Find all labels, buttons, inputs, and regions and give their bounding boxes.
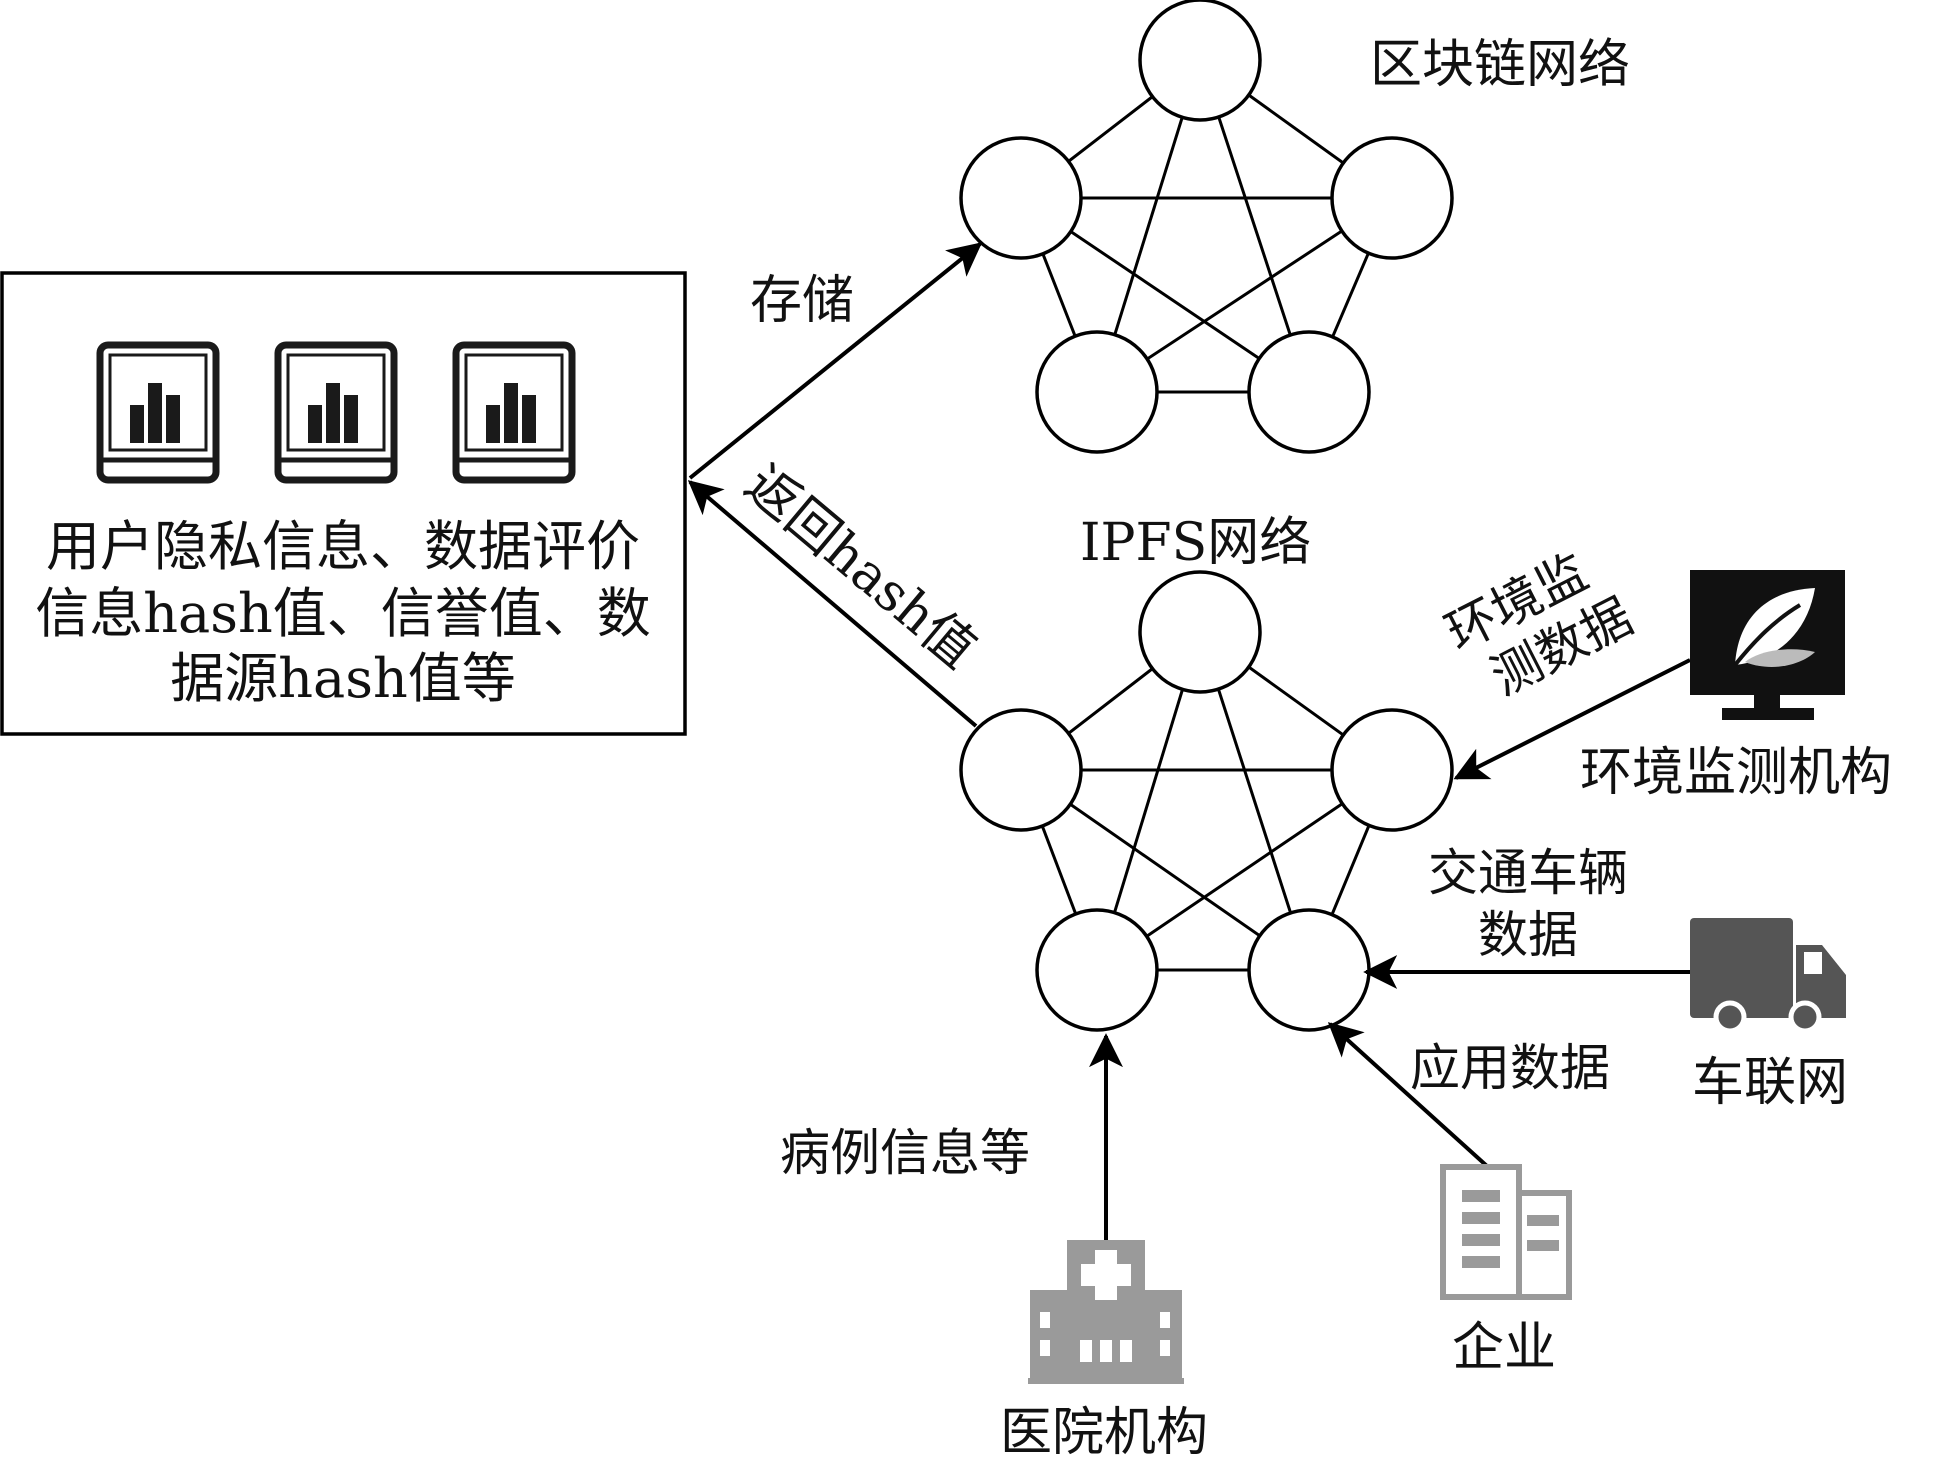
blockchain-node — [959, 136, 1083, 260]
ipfs-node — [1330, 708, 1454, 832]
store-label: 存储 — [750, 271, 854, 331]
traffic-data-arrow: 交通车辆 数据 — [1363, 844, 1690, 989]
case-data-label: 病例信息等 — [780, 1124, 1030, 1182]
blockchain-network: 区块链网络 — [959, 0, 1630, 454]
iov-label: 车联网 — [1692, 1053, 1848, 1113]
ipfs-node — [1035, 908, 1159, 1032]
env-agency: 环境监测机构 — [1580, 570, 1892, 803]
env-data-arrow: 环境监 测数据 — [1437, 543, 1691, 780]
app-data-arrow: 应用数据 — [1327, 1022, 1610, 1169]
app-data-label: 应用数据 — [1410, 1039, 1610, 1097]
server-icon — [96, 341, 220, 484]
blockchain-node — [1330, 136, 1454, 260]
hospital-label: 医院机构 — [1000, 1403, 1208, 1463]
enterprise-label: 企业 — [1452, 1318, 1556, 1378]
server-icon — [274, 341, 398, 484]
enterprise: 企业 — [1440, 1164, 1572, 1378]
ipfs-node — [959, 708, 1083, 832]
office-building-icon — [1440, 1164, 1572, 1300]
case-data-arrow: 病例信息等 — [780, 1033, 1123, 1240]
storage-box: 用户隐私信息、数据评价 信息hash值、信誉值、数 据源hash值等 — [0, 271, 687, 736]
traffic-data-label: 数据 — [1478, 906, 1578, 964]
blockchain-title: 区块链网络 — [1370, 35, 1630, 95]
storage-box-line: 据源hash值等 — [170, 647, 515, 710]
storage-box-line: 信息hash值、信誉值、数 — [35, 582, 650, 645]
blockchain-node — [1138, 0, 1262, 122]
storage-box-line: 用户隐私信息、数据评价 — [46, 515, 640, 578]
truck-icon — [1690, 918, 1846, 1034]
return-hash-arrow: 返回hash值 — [687, 454, 988, 728]
hospital: 医院机构 — [1000, 1240, 1208, 1463]
ipfs-node — [1247, 908, 1371, 1032]
ipfs-node — [1138, 570, 1262, 694]
store-arrow: 存储 — [688, 242, 983, 480]
iov: 车联网 — [1690, 918, 1848, 1113]
blockchain-node — [1035, 330, 1159, 454]
hospital-icon — [1028, 1240, 1184, 1384]
ipfs-title: IPFS网络 — [1080, 513, 1311, 573]
ipfs-network: IPFS网络 — [959, 513, 1454, 1032]
blockchain-node — [1247, 330, 1371, 454]
monitor-leaf-icon — [1690, 570, 1845, 720]
env-agency-label: 环境监测机构 — [1580, 743, 1892, 803]
return-hash-label: 返回hash值 — [734, 454, 988, 680]
server-icon — [452, 341, 576, 484]
traffic-data-label: 交通车辆 — [1428, 844, 1628, 902]
